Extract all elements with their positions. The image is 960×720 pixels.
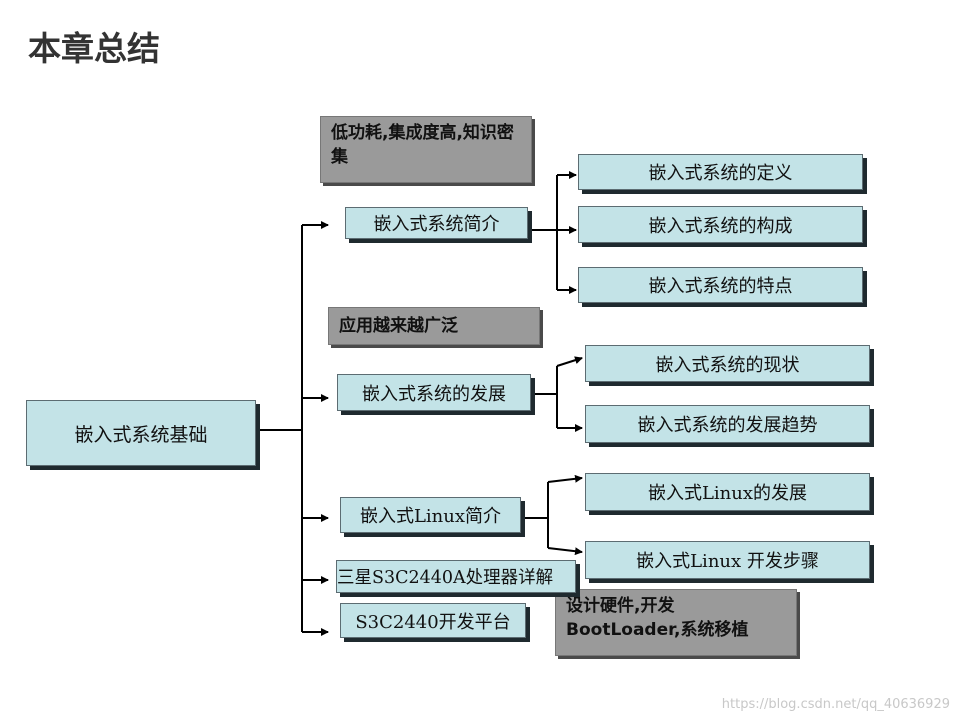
node-linux-dev: 嵌入式Linux的发展	[585, 473, 870, 511]
root-node: 嵌入式系统基础	[26, 400, 256, 466]
node-intro: 嵌入式系统简介	[345, 207, 528, 239]
node-platform: S3C2440开发平台	[340, 603, 526, 638]
node-linux-steps: 嵌入式Linux 开发步骤	[585, 541, 870, 579]
node-trend: 嵌入式系统的发展趋势	[585, 405, 870, 443]
node-linux-intro: 嵌入式Linux简介	[340, 497, 521, 533]
node-composition: 嵌入式系统的构成	[578, 206, 863, 243]
note-widely-used: 应用越来越广泛	[328, 307, 540, 345]
watermark: https://blog.csdn.net/qq_40636929	[721, 697, 950, 712]
note-hardware-design: 设计硬件,开发BootLoader,系统移植	[555, 589, 797, 656]
node-status: 嵌入式系统的现状	[585, 345, 870, 382]
page-title: 本章总结	[28, 29, 160, 68]
note-low-power: 低功耗,集成度高,知识密集	[320, 116, 532, 183]
node-definition: 嵌入式系统的定义	[578, 154, 863, 190]
node-s3c2440a: 三星S3C2440A处理器详解	[336, 560, 576, 593]
node-development: 嵌入式系统的发展	[337, 374, 531, 411]
node-features: 嵌入式系统的特点	[578, 267, 863, 303]
